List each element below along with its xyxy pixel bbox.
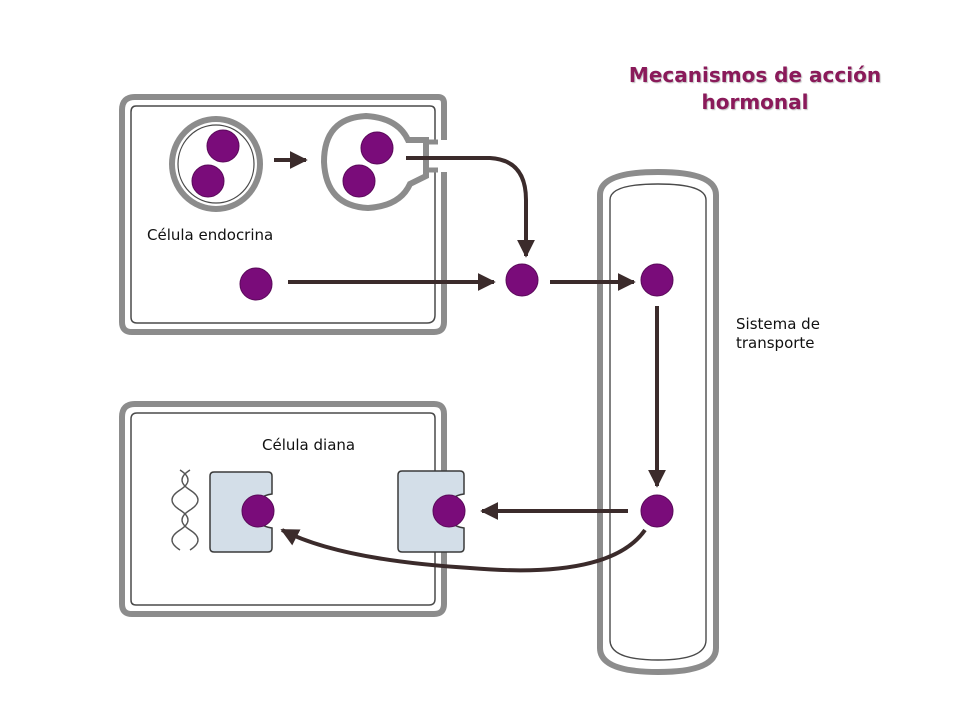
hormone-molecule [432, 494, 466, 528]
title-line-1: Mecanismos de acción [628, 63, 882, 87]
membrane-receptor [397, 470, 465, 553]
hormone-molecule [342, 164, 376, 198]
hormone-molecule [241, 494, 275, 528]
diagram-title: Mecanismos de acción hormonal [600, 62, 910, 116]
hormone-molecule [360, 131, 394, 165]
dna-helix-icon [171, 469, 199, 551]
endocrine-cell-wall-inner [130, 105, 436, 324]
target-cell-wall-inner [130, 412, 436, 606]
nuclear-receptor [209, 471, 273, 553]
hormone-molecule [640, 263, 674, 297]
hormone-molecule [239, 267, 273, 301]
title-line-2: hormonal [701, 90, 809, 114]
hormone-molecule [206, 129, 240, 163]
hormone-molecule [505, 263, 539, 297]
transport-vessel-inner [609, 183, 707, 661]
target-cell-wall [119, 401, 447, 617]
transport-label-line-2: transporte [736, 334, 815, 352]
storage-vesicle-inner [177, 124, 255, 204]
target-cell-label: Célula diana [262, 436, 356, 454]
intracellular-binding-arrow [280, 528, 647, 573]
transport-system-label: Sistema de transporte [736, 315, 856, 353]
hormone-molecule [191, 164, 225, 198]
endocrine-cell-label: Célula endocrina [147, 226, 274, 244]
hormone-molecule [640, 494, 674, 528]
exocytosis-arrow [406, 156, 535, 258]
transport-label-line-1: Sistema de [736, 315, 820, 333]
